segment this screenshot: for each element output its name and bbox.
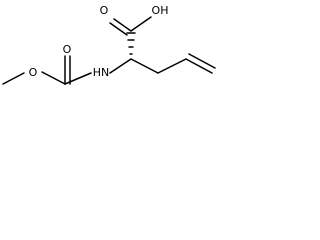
stereo-hashed-bond — [126, 32, 136, 55]
amine-label: HN — [93, 66, 110, 79]
bond-vinyl-double-a — [185, 58, 213, 74]
carbamate-carbonyl-oxygen-label: O — [63, 43, 72, 56]
hydroxyl-label: OH — [152, 4, 169, 17]
bond-methyl-oxygen — [2, 72, 25, 85]
bond-oxygen-carbamate-carbon — [41, 71, 66, 85]
bond-methylene-to-vinyl — [157, 58, 187, 74]
bond-nitrogen-alpha-carbon — [109, 58, 132, 74]
bond-vinyl-double-b — [188, 53, 216, 69]
acid-carbonyl-oxygen-label: O — [100, 4, 109, 17]
bond-acid-carbonyl-b — [109, 22, 128, 36]
methyl-oxygen-label: O — [29, 66, 38, 79]
chemical-structure-diagram: O O HN O OH — [2, 4, 216, 85]
bond-alpha-to-methylene — [130, 58, 159, 74]
bond-carbamate-nitrogen — [64, 72, 92, 85]
bond-acid-carbonyl-a — [113, 18, 132, 32]
bond-acid-hydroxyl — [130, 16, 152, 32]
